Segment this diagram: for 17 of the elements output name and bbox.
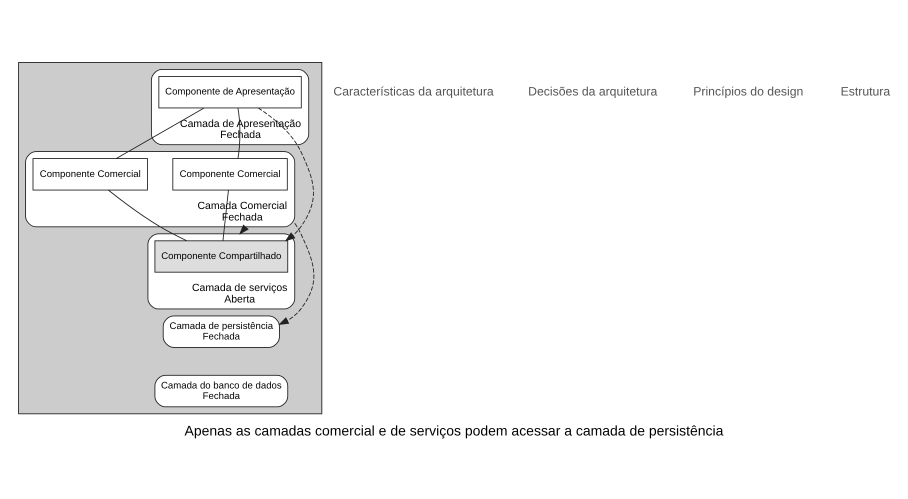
- node-box: Componente Compartilhado: [154, 240, 288, 273]
- label: Princípios do design: [693, 84, 804, 98]
- node-box: Camada de persistência Fechada: [162, 315, 280, 348]
- arrow: [278, 222, 314, 326]
- label: Decisões da arquitetura: [528, 84, 658, 98]
- node-box: Componente Comercial: [172, 158, 288, 191]
- label: Características da arquitetura: [333, 84, 494, 98]
- node-box: Camada do banco de dados Fechada: [154, 374, 288, 408]
- cluster: [18, 62, 322, 414]
- arrow: [258, 108, 314, 242]
- node-box: Componente Comercial: [32, 158, 148, 191]
- label: Estrutura: [840, 84, 890, 98]
- node-box: Componente de Apresentação: [158, 76, 302, 108]
- connector: [222, 190, 229, 241]
- connector: [116, 108, 205, 159]
- connector: [108, 190, 188, 242]
- caption: Apenas as camadas comercial e de serviços podem acessar a camada de persistência: [184, 422, 724, 438]
